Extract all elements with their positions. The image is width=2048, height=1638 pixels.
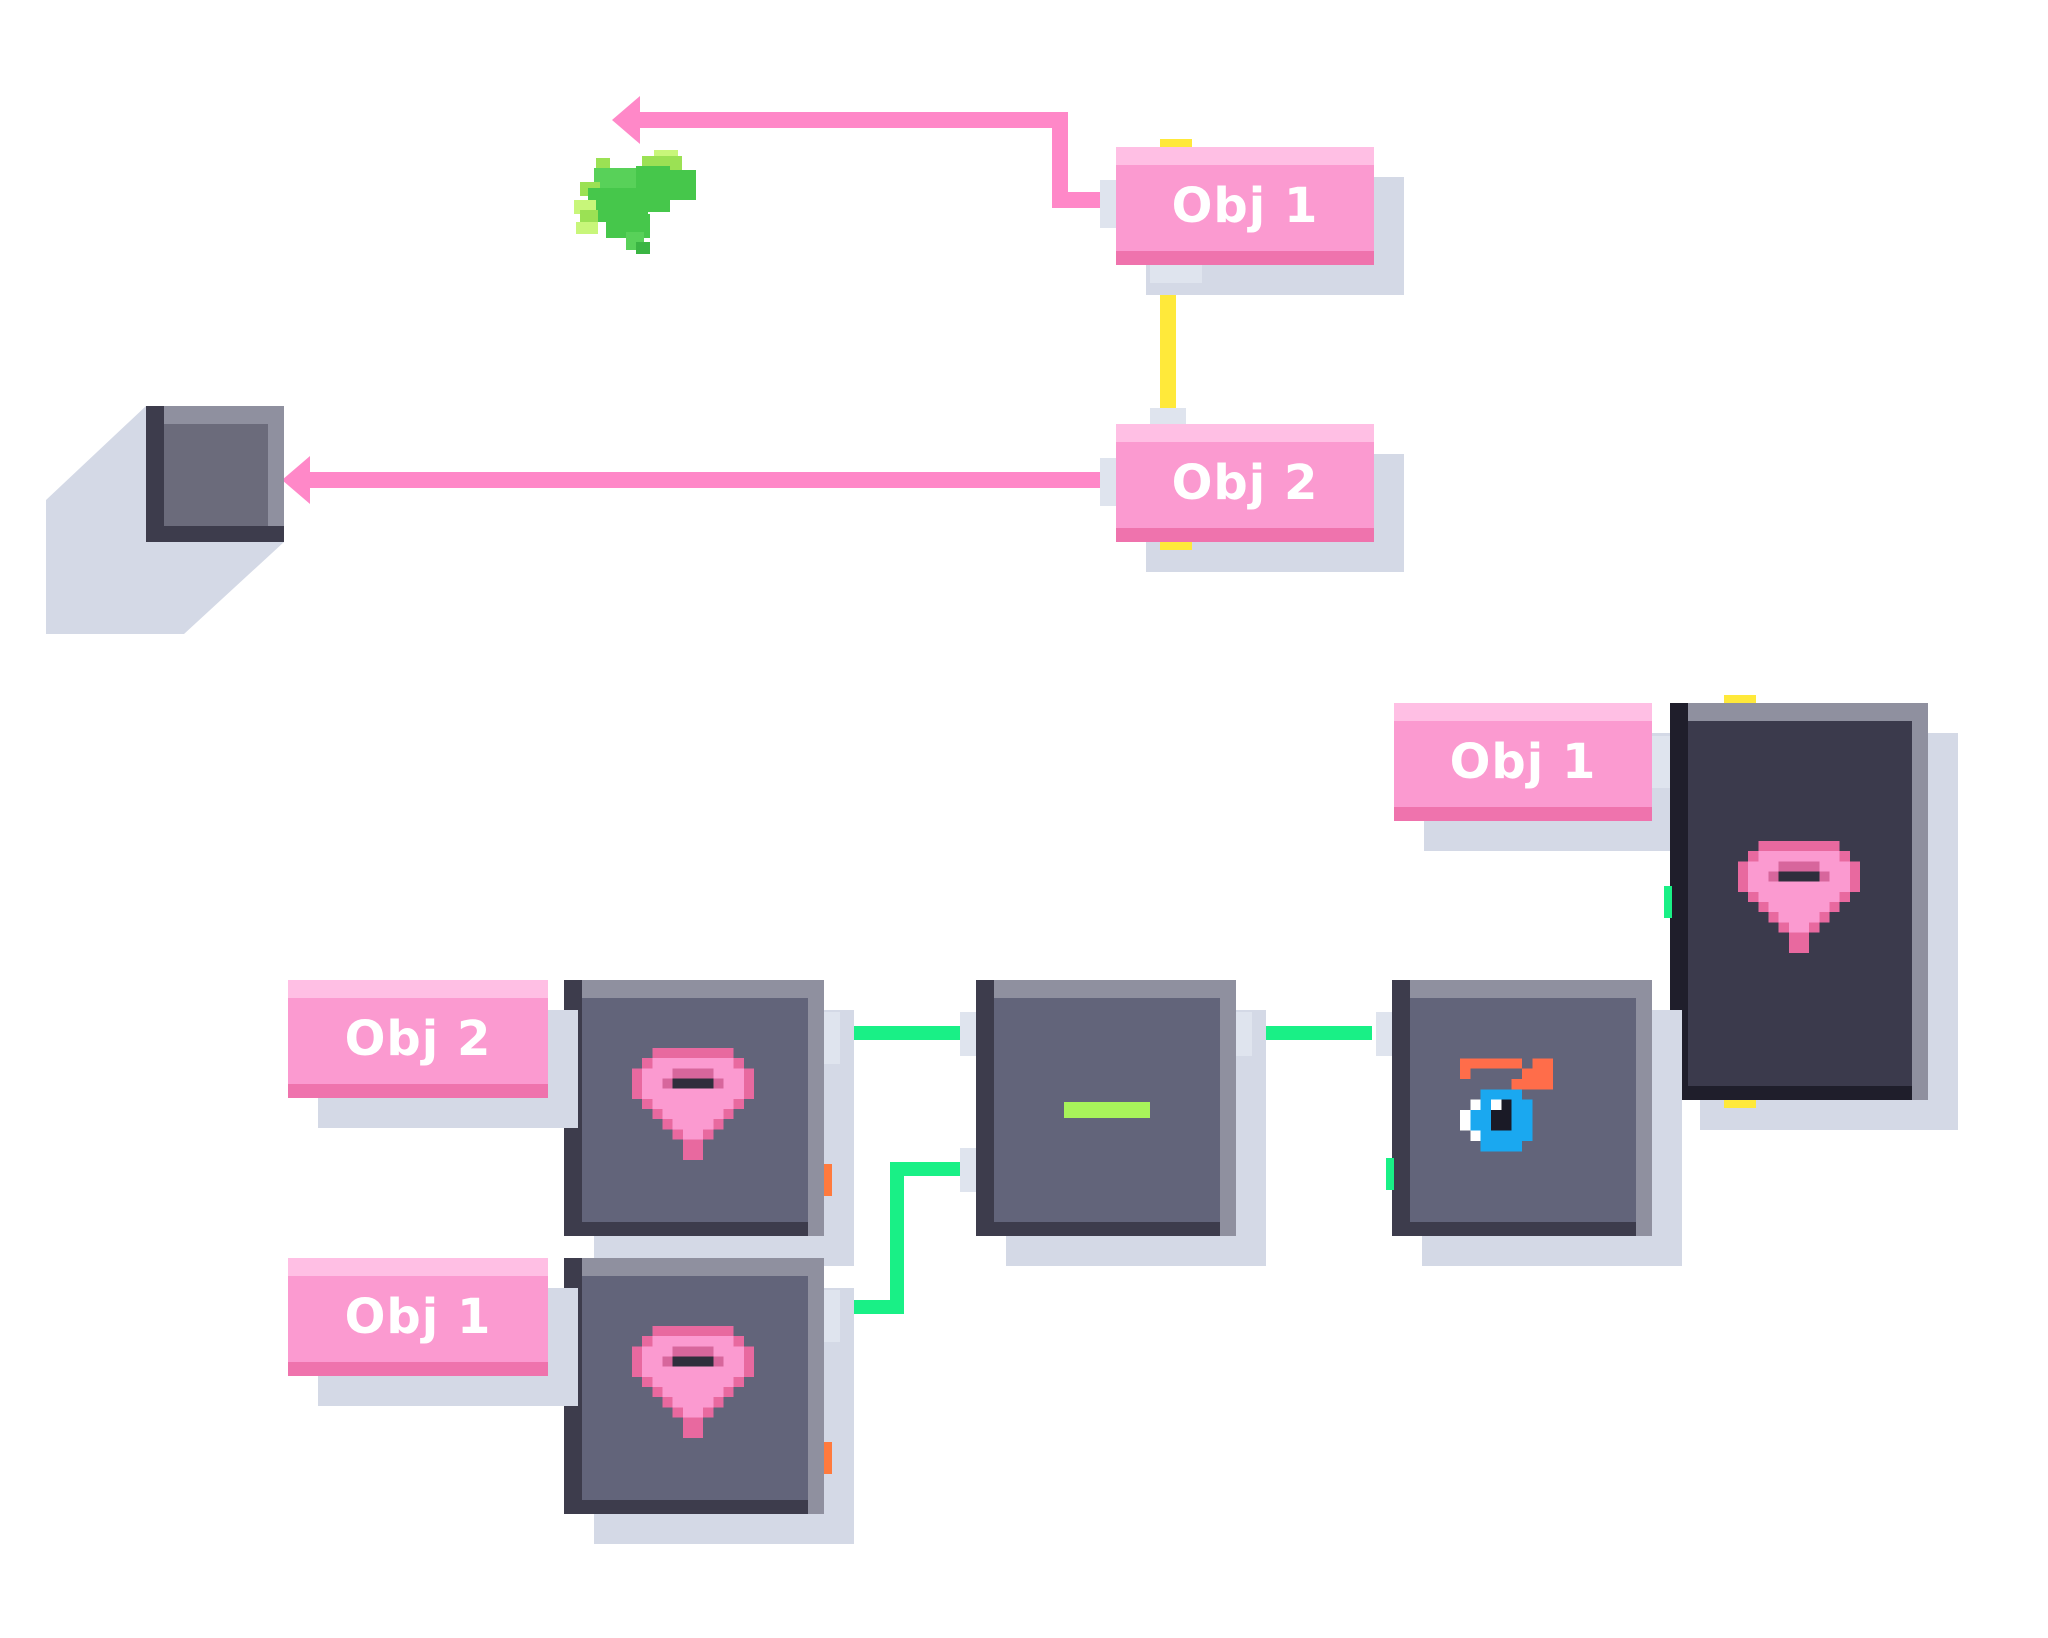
tag-bottom-edge — [1394, 807, 1652, 821]
block-left-edge — [976, 980, 994, 1236]
eye-block[interactable] — [1392, 980, 1652, 1236]
port-minus-left-top[interactable] — [960, 1012, 976, 1056]
tag-bottom-edge — [288, 1362, 548, 1376]
port-obj1-top-yellow[interactable] — [1160, 139, 1192, 147]
arrowhead-cube — [282, 456, 310, 504]
heart-drop-icon — [632, 1326, 754, 1438]
block-top-edge — [1392, 980, 1652, 998]
cube-left-edge — [146, 406, 164, 542]
block-bottom-edge — [564, 1222, 824, 1236]
tag-obj-1-top[interactable]: Obj 1 — [1116, 147, 1374, 265]
wire-pink-obj1-to-hand — [630, 112, 1100, 208]
tag-label: Obj 1 — [1171, 178, 1319, 234]
block-right-edge — [808, 1258, 824, 1514]
port-heart2-left[interactable] — [548, 1290, 564, 1342]
block-bottom-edge — [564, 1500, 824, 1514]
tag-highlight — [288, 980, 548, 998]
port-eye-left-green[interactable] — [1386, 1158, 1394, 1190]
tag-obj-1-right[interactable]: Obj 1 — [1394, 703, 1652, 821]
block-bottom-edge — [1670, 1086, 1928, 1100]
cube-bottom-edge — [146, 526, 284, 542]
tall-dark-block[interactable] — [1670, 703, 1928, 1100]
port-heart1-left[interactable] — [548, 1012, 564, 1064]
tag-obj-2-top[interactable]: Obj 2 — [1116, 424, 1374, 542]
block-top-edge — [976, 980, 1236, 998]
tag-obj-2-left[interactable]: Obj 2 — [288, 980, 548, 1098]
block-right-edge — [1912, 703, 1928, 1100]
tag-highlight — [1394, 703, 1652, 721]
tag-bottom-edge — [288, 1084, 548, 1098]
block-top-edge — [564, 1258, 824, 1276]
port-tall-block-left-green[interactable] — [1664, 886, 1672, 918]
cube-shadow — [46, 406, 284, 634]
block-right-edge — [808, 980, 824, 1236]
arrowhead-hand — [612, 96, 640, 144]
port-heart2-right[interactable] — [824, 1290, 840, 1342]
tag-highlight — [1116, 147, 1374, 165]
heart-drop-icon — [1738, 841, 1860, 953]
cube-top-edge — [146, 406, 284, 424]
tag-bottom-edge — [1116, 528, 1374, 542]
port-heart1-right[interactable] — [824, 1012, 840, 1064]
tag-obj-1-left[interactable]: Obj 1 — [288, 1258, 548, 1376]
wire-green-block2-to-minus — [835, 1162, 960, 1314]
minus-icon — [1064, 1102, 1150, 1118]
block-left-edge — [564, 980, 582, 1236]
heart-block-2[interactable] — [564, 1258, 824, 1514]
block-left-edge — [564, 1258, 582, 1514]
port-tall-block-bottom-yellow[interactable] — [1724, 1100, 1756, 1108]
tag-highlight — [1116, 424, 1374, 442]
port-obj2-top[interactable] — [1150, 408, 1186, 424]
tag-bottom-edge — [1116, 251, 1374, 265]
port-heart1-right-orange[interactable] — [824, 1164, 832, 1196]
cube-right-edge — [268, 424, 284, 526]
port-minus-left-bottom[interactable] — [960, 1148, 976, 1192]
heart-block-1[interactable] — [564, 980, 824, 1236]
block-top-edge — [1670, 703, 1928, 721]
block-bottom-edge — [1392, 1222, 1652, 1236]
tag-highlight — [288, 1258, 548, 1276]
block-right-edge — [1220, 980, 1236, 1236]
port-obj1-bottom[interactable] — [1150, 265, 1202, 283]
grey-cube[interactable] — [46, 406, 284, 634]
port-tag-right-out[interactable] — [1652, 736, 1670, 788]
port-tall-block-left-lower[interactable] — [1652, 1012, 1670, 1064]
heart-drop-icon — [632, 1048, 754, 1160]
port-minus-right[interactable] — [1236, 1012, 1252, 1056]
block-left-edge — [1392, 980, 1410, 1236]
tag-label: Obj 1 — [344, 1289, 492, 1345]
port-eye-left[interactable] — [1376, 1012, 1392, 1056]
block-left-edge — [1670, 703, 1688, 1100]
port-obj2-left[interactable] — [1100, 458, 1116, 506]
port-heart2-right-orange[interactable] — [824, 1442, 832, 1474]
minus-block[interactable] — [976, 980, 1236, 1236]
port-obj2-bottom-yellow[interactable] — [1160, 542, 1192, 550]
block-right-edge — [1636, 980, 1652, 1236]
tag-label: Obj 2 — [344, 1011, 492, 1067]
port-tall-block-top-yellow[interactable] — [1724, 695, 1756, 703]
grey-cube-icon — [146, 406, 284, 542]
block-top-edge — [564, 980, 824, 998]
tag-label: Obj 2 — [1171, 455, 1319, 511]
hand-cursor-icon[interactable] — [566, 144, 712, 266]
eye-look-icon — [1460, 1058, 1553, 1152]
tag-label: Obj 1 — [1449, 734, 1597, 790]
port-obj1-left[interactable] — [1100, 180, 1116, 228]
block-bottom-edge — [976, 1222, 1236, 1236]
